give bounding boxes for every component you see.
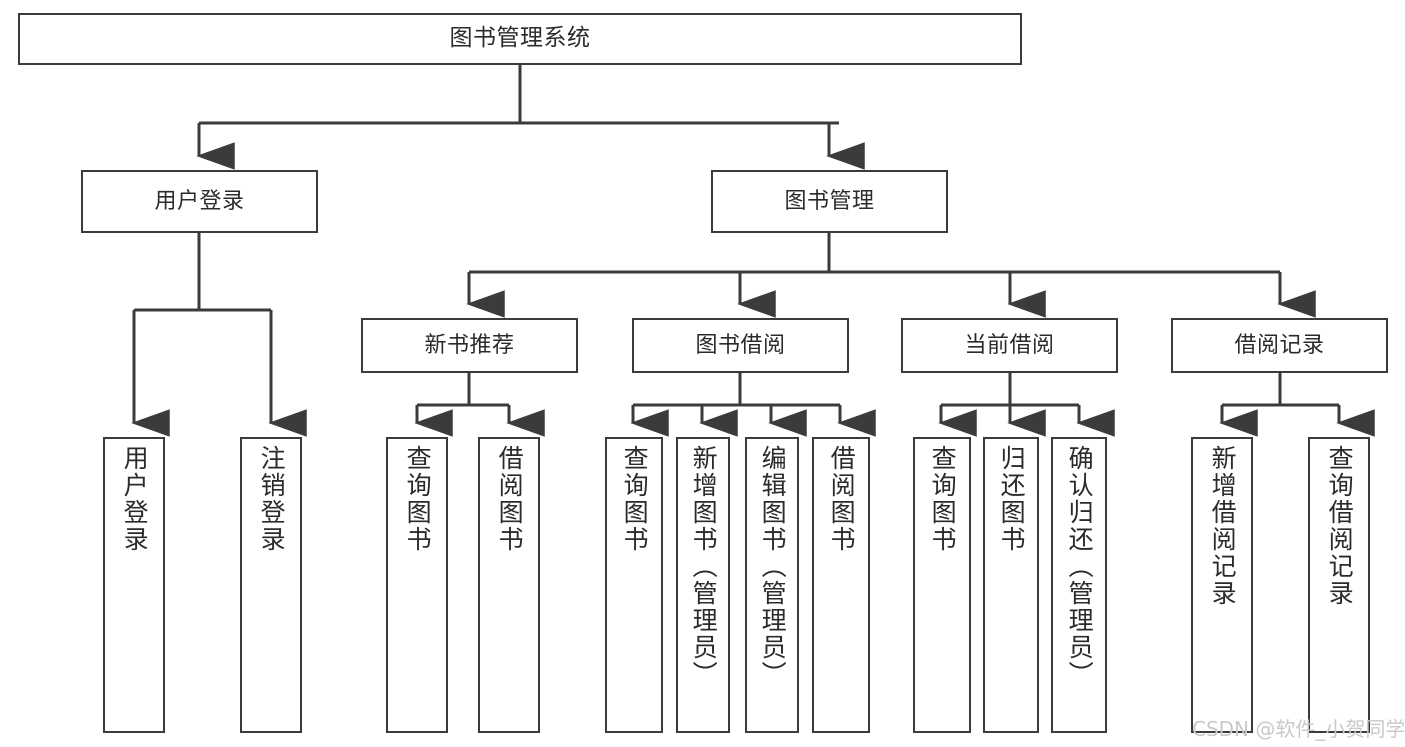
node-label: 图书管理 xyxy=(784,188,875,214)
node-label: 新增图书（管理员） xyxy=(689,445,719,688)
node-book-borrow[interactable]: 图书借阅 xyxy=(632,318,849,373)
node-label: 图书借阅 xyxy=(695,332,786,358)
node-label: 确认归还（管理员） xyxy=(1065,445,1095,688)
node-label: 借阅图书 xyxy=(827,445,857,553)
leaf-user-login-signin[interactable]: 用户登录 xyxy=(103,437,165,733)
node-label: 用户登录 xyxy=(154,188,245,214)
node-borrow-record[interactable]: 借阅记录 xyxy=(1171,318,1388,373)
node-new-book-recommend[interactable]: 新书推荐 xyxy=(361,318,578,373)
node-label: 注销登录 xyxy=(257,445,287,553)
leaf-current-query-book[interactable]: 查询图书 xyxy=(913,437,971,733)
node-label: 查询图书 xyxy=(928,445,958,553)
leaf-recommend-borrow-book[interactable]: 借阅图书 xyxy=(478,437,540,733)
leaf-recommend-query-book[interactable]: 查询图书 xyxy=(386,437,448,733)
node-label: 当前借阅 xyxy=(964,332,1055,358)
leaf-record-add-record[interactable]: 新增借阅记录 xyxy=(1191,437,1253,733)
node-label: 编辑图书（管理员） xyxy=(758,445,788,688)
node-label: 用户登录 xyxy=(120,445,150,553)
leaf-record-query-record[interactable]: 查询借阅记录 xyxy=(1308,437,1370,733)
leaf-borrow-edit-book[interactable]: 编辑图书（管理员） xyxy=(745,437,799,733)
node-label: 查询图书 xyxy=(403,445,433,553)
node-user-login[interactable]: 用户登录 xyxy=(81,170,318,233)
csdn-watermark: CSDN @软件_小贺同学 xyxy=(1192,717,1405,741)
leaf-user-login-signout[interactable]: 注销登录 xyxy=(240,437,302,733)
node-label: 新增借阅记录 xyxy=(1208,445,1238,607)
node-label: 借阅记录 xyxy=(1234,332,1325,358)
node-label: 借阅图书 xyxy=(495,445,525,553)
node-label: 图书管理系统 xyxy=(449,25,591,52)
leaf-borrow-add-book[interactable]: 新增图书（管理员） xyxy=(676,437,730,733)
node-label: 归还图书 xyxy=(997,445,1027,553)
node-book-management[interactable]: 图书管理 xyxy=(711,170,948,233)
leaf-current-return-book[interactable]: 归还图书 xyxy=(983,437,1039,733)
node-current-borrow[interactable]: 当前借阅 xyxy=(901,318,1118,373)
node-label: 新书推荐 xyxy=(424,332,515,358)
node-label: 查询借阅记录 xyxy=(1325,445,1355,607)
leaf-current-confirm-return[interactable]: 确认归还（管理员） xyxy=(1051,437,1107,733)
node-root-system[interactable]: 图书管理系统 xyxy=(18,13,1022,65)
leaf-borrow-query-book[interactable]: 查询图书 xyxy=(605,437,663,733)
leaf-borrow-borrow-book[interactable]: 借阅图书 xyxy=(812,437,870,733)
node-label: 查询图书 xyxy=(620,445,650,553)
